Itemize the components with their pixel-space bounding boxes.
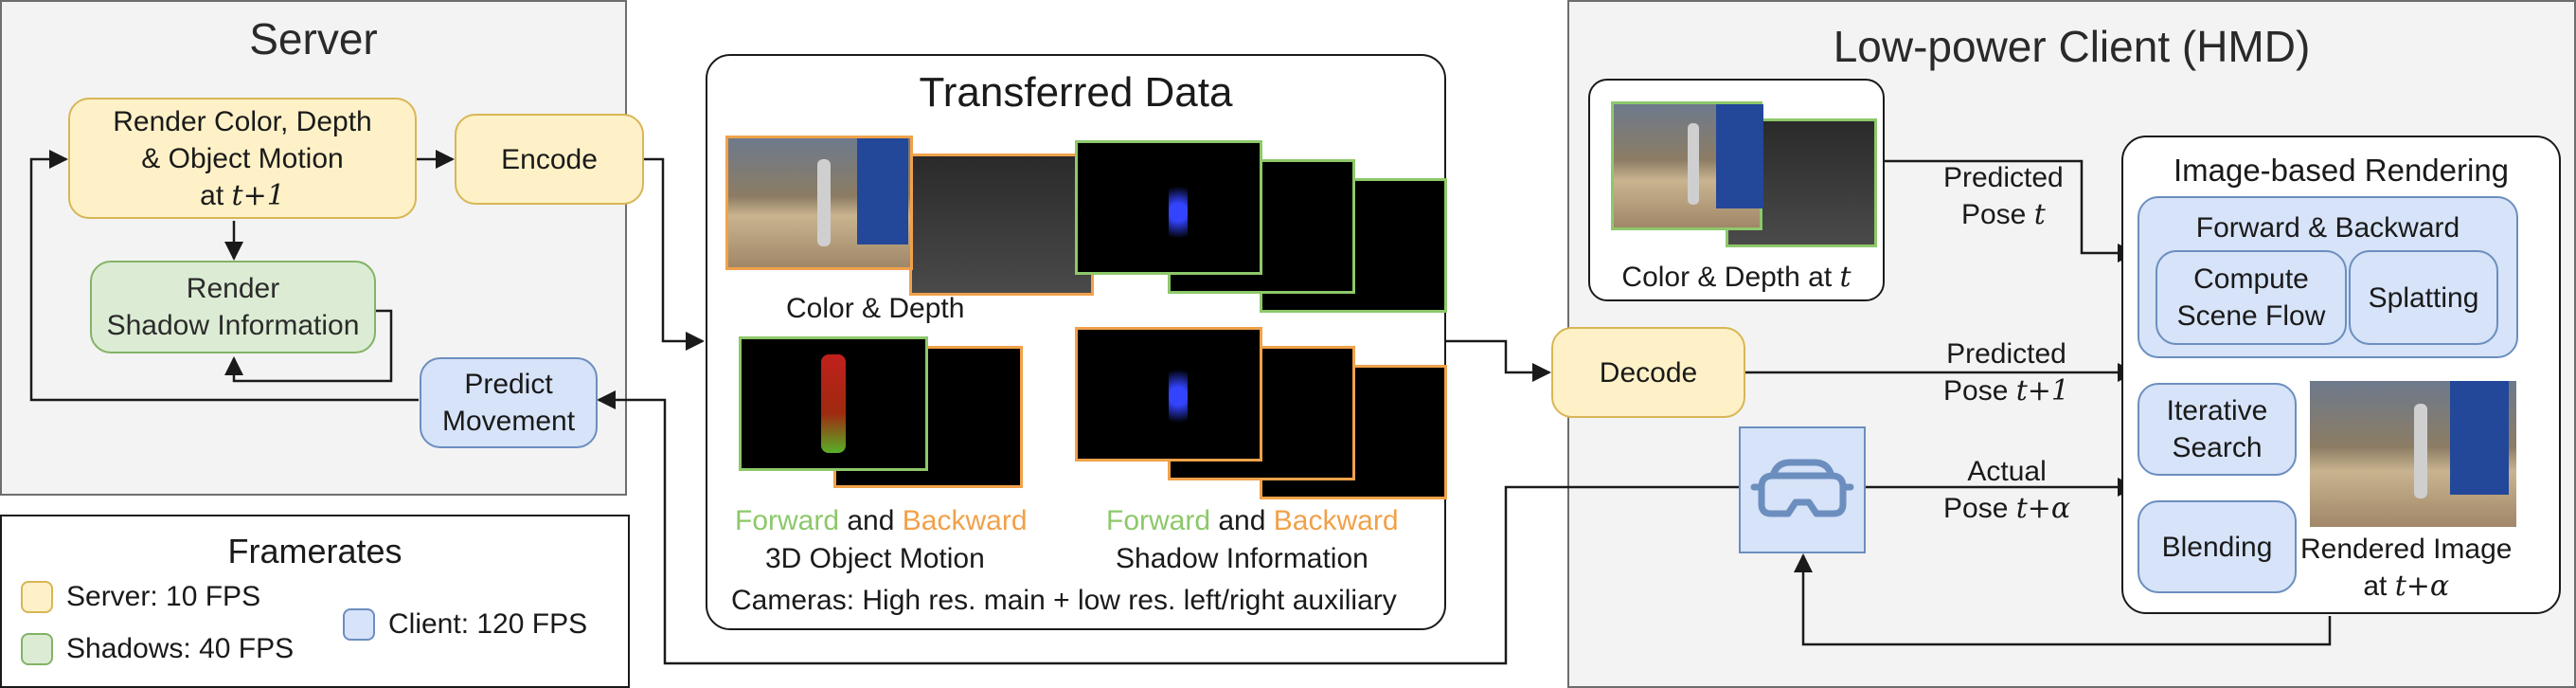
actual-pose-label: Actual Pose t+α [1943, 453, 2070, 527]
predict-line2: Movement [441, 406, 576, 437]
shadow-direction-caption: Forward and Backward [1106, 502, 1399, 539]
blending-label: Blending [2161, 531, 2273, 563]
client-title: Low-power Client (HMD) [1833, 22, 2311, 71]
splatting-label: Splatting [2368, 281, 2479, 314]
predict-movement-node: Predict Movement [420, 357, 598, 448]
server-title: Server [249, 14, 378, 63]
shadows-fps-label: Shadows: 40 FPS [66, 633, 295, 664]
actual-pose-line1: Actual [1967, 456, 2047, 487]
compute-line2: Scene Flow [2176, 300, 2326, 332]
predicted-pose-t1-label: Predicted Pose t+1 [1943, 335, 2069, 409]
client-banner-icon [1716, 104, 1763, 208]
rendered-banner-icon [2450, 381, 2509, 495]
predicted-pose-t1-line1: Predicted [1946, 338, 2066, 370]
server-fps-label: Server: 10 FPS [66, 581, 261, 612]
render-color-line2: & Object Motion [141, 142, 344, 174]
server-panel: Server [0, 0, 627, 496]
actual-pose-math: t+α [2015, 492, 2071, 525]
decode-node: Decode [1551, 327, 1745, 418]
client-fps-label: Client: 120 FPS [388, 608, 588, 640]
object-backward-label: Backward [902, 505, 1028, 536]
predicted-pose-t-line1: Predicted [1943, 162, 2064, 193]
motion-figure-icon [821, 354, 846, 453]
render-color-line1: Render Color, Depth [113, 105, 372, 137]
client-swatch [343, 608, 375, 641]
scene-figure-icon [817, 159, 831, 246]
render-color-line3: at t+1 [200, 177, 285, 214]
actual-pose-line2: Pose t+α [1943, 490, 2070, 527]
compute-line1: Compute [2193, 263, 2309, 295]
vr-headset-icon [1750, 459, 1854, 517]
predicted-pose-t1-prefix: Pose [1943, 375, 2016, 407]
shadow-stack-bottom-1 [1075, 327, 1262, 462]
shadow-forward-label: Forward [1106, 505, 1211, 536]
client-color-thumbnail [1611, 101, 1763, 230]
client-color-depth-caption: Color & Depth at t [1590, 259, 1883, 296]
cameras-caption: Cameras: High res. main + low res. left/… [731, 585, 1397, 616]
rendered-image-thumbnail [2310, 381, 2516, 527]
render-shadow-node: Render Shadow Information [90, 261, 376, 353]
iterative-line1: Iterative [2166, 395, 2268, 426]
render-color-time-math: t+1 [231, 178, 285, 212]
shadow-info-caption: Shadow Information [1116, 543, 1368, 574]
predicted-pose-t1-math: t+1 [2015, 374, 2069, 407]
predicted-pose-t-prefix: Pose [1960, 199, 2034, 230]
predicted-pose-t-math: t [2033, 198, 2046, 231]
client-color-depth-math: t [1839, 261, 1852, 294]
predict-line1: Predict [464, 369, 553, 400]
shadow-dots-icon [1169, 170, 1188, 255]
scene-banner-icon [857, 138, 908, 244]
blending-node: Blending [2138, 500, 2297, 593]
framerates-legend: Framerates [0, 515, 630, 688]
object-motion-caption: 3D Object Motion [765, 543, 985, 574]
color-thumbnail [725, 136, 913, 270]
actual-pose-prefix: Pose [1943, 493, 2016, 524]
client-color-depth-prefix: Color & Depth at [1621, 262, 1840, 293]
object-motion-direction-caption: Forward and Backward [735, 502, 1028, 539]
compute-scene-flow-node: Compute Scene Flow [2156, 250, 2347, 345]
shadow-and-label: and [1218, 505, 1266, 536]
depth-thumbnail [909, 154, 1094, 296]
encode-node: Encode [455, 114, 644, 205]
decode-label: Decode [1599, 356, 1698, 389]
iterative-search-node: Iterative Search [2138, 383, 2297, 476]
client-color-depth-panel: Color & Depth at t [1588, 79, 1885, 301]
ibr-title: Image-based Rendering [2173, 153, 2510, 188]
rendered-line2: at t+α [2300, 568, 2512, 605]
shadow-backward-label: Backward [1273, 505, 1399, 536]
render-shadow-line1: Render [186, 273, 280, 304]
framerates-title: Framerates [227, 532, 402, 570]
color-depth-caption: Color & Depth [786, 293, 965, 324]
rendered-math: t+α [2394, 570, 2450, 603]
rendered-prefix: at [2363, 570, 2395, 602]
server-swatch [21, 581, 53, 613]
client-figure-icon [1688, 123, 1699, 205]
shadow-stack-top-1 [1075, 140, 1262, 275]
shadows-swatch [21, 633, 53, 665]
render-color-line3-prefix: at [200, 179, 232, 211]
object-and-label: and [847, 505, 895, 536]
transferred-title: Transferred Data [919, 69, 1233, 116]
rendered-image-caption: Rendered Image at t+α [2300, 531, 2512, 605]
render-color-depth-motion-node: Render Color, Depth & Object Motion at t… [68, 98, 417, 219]
rendered-line1: Rendered Image [2300, 534, 2513, 565]
forward-backward-title: Forward & Backward [2195, 212, 2460, 244]
predicted-pose-t-line2: Pose t [1943, 196, 2064, 233]
object-forward-label: Forward [735, 505, 840, 536]
shadow-dots-icon-2 [1169, 353, 1188, 440]
render-shadow-line2: Shadow Information [106, 310, 360, 341]
splatting-node: Splatting [2349, 250, 2498, 345]
forward-motion-thumbnail [739, 336, 928, 471]
encode-label: Encode [501, 143, 598, 175]
predicted-pose-t1-line2: Pose t+1 [1943, 372, 2069, 409]
rendered-figure-icon [2414, 404, 2427, 498]
iterative-line2: Search [2172, 432, 2263, 463]
hmd-device [1739, 426, 1866, 553]
predicted-pose-t-label: Predicted Pose t [1943, 159, 2064, 233]
